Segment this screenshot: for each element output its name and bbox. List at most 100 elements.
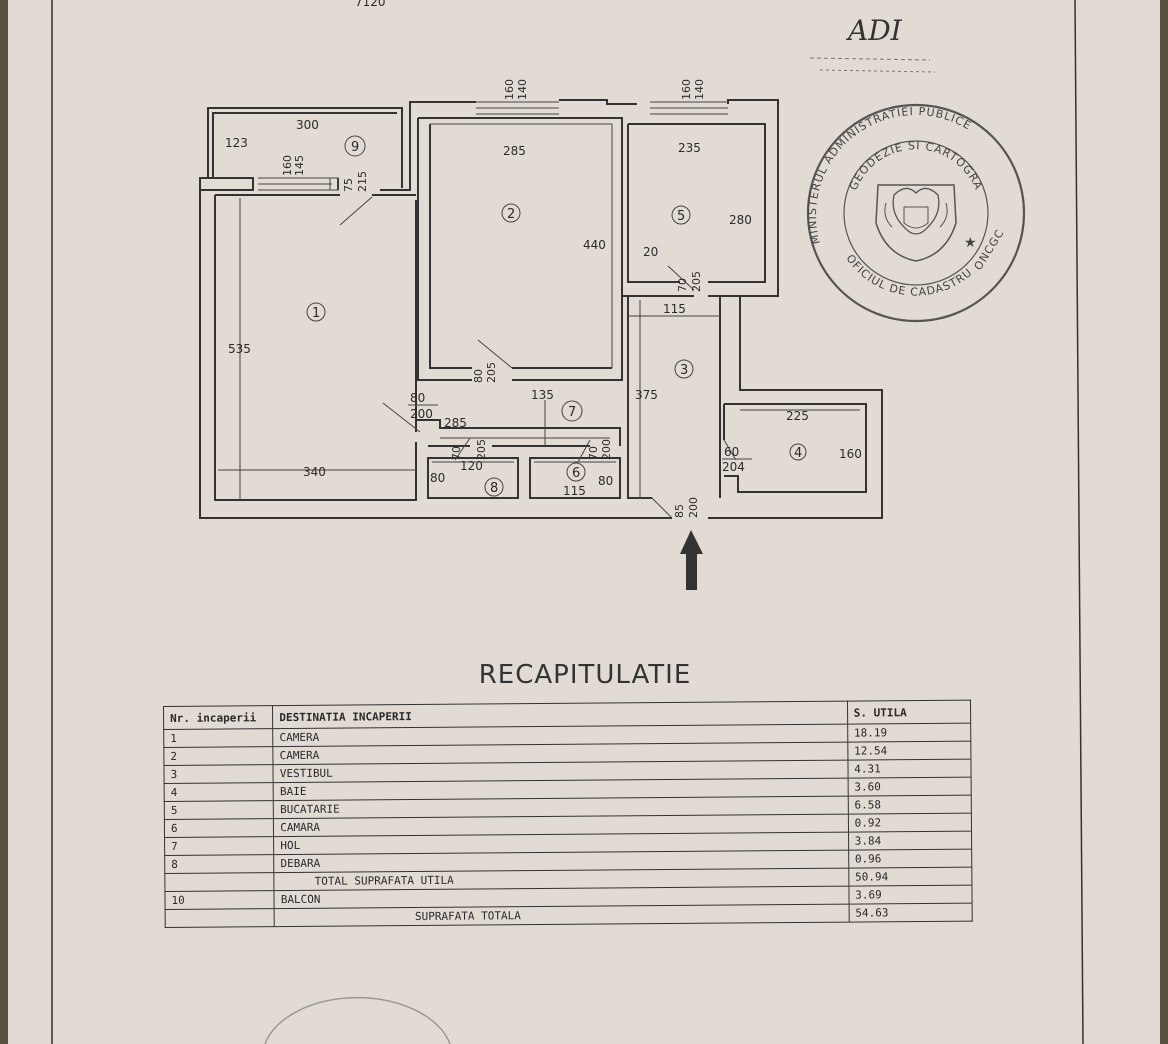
cell-room-number: 4 bbox=[164, 782, 274, 802]
cell-room-number: 2 bbox=[163, 746, 274, 766]
stamp-star-icon: ★ bbox=[964, 235, 977, 251]
dim-145: 145 bbox=[293, 155, 306, 176]
dim-80c: 80 bbox=[430, 471, 445, 485]
recap-table: Nr. incaperii DESTINATIA INCAPERII S. UT… bbox=[163, 700, 973, 928]
room-marker-9 bbox=[344, 135, 366, 157]
dim-300: 300 bbox=[296, 118, 319, 132]
balcony-number: 10 bbox=[164, 890, 275, 910]
cell-room-number: 1 bbox=[163, 728, 274, 748]
room-marker-7 bbox=[561, 400, 583, 422]
cell-useful-area: 0.92 bbox=[848, 813, 972, 833]
walls bbox=[199, 99, 883, 519]
room-number-3: 3 bbox=[680, 363, 688, 378]
dim-160b: 160 bbox=[503, 79, 516, 100]
signature-mark: ADI bbox=[845, 14, 903, 47]
page-frame-line bbox=[1074, 0, 1084, 1044]
dim-200c: 200 bbox=[687, 497, 700, 518]
dim-140b: 140 bbox=[516, 79, 529, 100]
room-number-7: 7 bbox=[568, 405, 576, 420]
dim-375: 375 bbox=[635, 388, 658, 402]
faint-stamp-arc bbox=[264, 996, 451, 1044]
dim-160a: 160 bbox=[281, 155, 294, 176]
room-marker-6 bbox=[566, 462, 586, 482]
dim-225: 225 bbox=[786, 409, 809, 423]
cell-room-number: 7 bbox=[164, 836, 274, 856]
room-marker-5 bbox=[671, 205, 691, 225]
total-useful-value: 50.94 bbox=[848, 867, 972, 887]
dim-70c: 70 bbox=[587, 446, 600, 460]
dim-80d: 80 bbox=[598, 474, 613, 488]
dim-115a: 115 bbox=[663, 302, 686, 316]
dim-215: 215 bbox=[356, 171, 369, 192]
dimension-labels: 300 123 160 145 75 215 160 140 285 440 1… bbox=[225, 79, 862, 518]
dim-160d: 160 bbox=[839, 447, 862, 461]
dim-205a: 205 bbox=[690, 271, 703, 292]
header-room-number: Nr. incaperii bbox=[163, 705, 273, 730]
dim-205c: 205 bbox=[475, 439, 488, 460]
room-marker-4 bbox=[789, 443, 807, 461]
balcony-area: 3.69 bbox=[848, 885, 973, 905]
dim-285b: 285 bbox=[444, 416, 467, 430]
dim-80b: 80 bbox=[410, 391, 425, 405]
dim-70b: 70 bbox=[450, 446, 463, 460]
dim-200a: 200 bbox=[410, 407, 433, 421]
dim-85: 85 bbox=[673, 504, 686, 518]
dim-160c: 160 bbox=[680, 79, 693, 100]
dim-280: 280 bbox=[729, 213, 752, 227]
total-value: 54.63 bbox=[848, 903, 973, 923]
room-marker-8 bbox=[484, 477, 504, 497]
dim-340: 340 bbox=[303, 465, 326, 479]
cell-room-number: 3 bbox=[163, 764, 274, 784]
total-label: SUPRAFATA TOTALA bbox=[274, 904, 849, 927]
dim-75: 75 bbox=[342, 178, 355, 192]
dim-135: 135 bbox=[531, 388, 554, 402]
room-number-8: 8 bbox=[490, 481, 498, 496]
dim-60: 60 bbox=[724, 445, 739, 459]
stamp-inner-text: GEODEZIE SI CARTOGRAFIE - MUNICIPIUL BUC… bbox=[847, 139, 985, 216]
cell-useful-area: 18.19 bbox=[847, 723, 971, 743]
room-marker-3 bbox=[674, 359, 694, 379]
header-useful-area: S. UTILA bbox=[847, 700, 971, 725]
dim-80a: 80 bbox=[472, 369, 485, 383]
room-number-5: 5 bbox=[677, 209, 685, 224]
dim-440: 440 bbox=[583, 238, 606, 252]
coat-of-arms-icon bbox=[875, 184, 957, 262]
cell-useful-area: 3.84 bbox=[848, 831, 972, 851]
entrance-arrow-icon bbox=[680, 530, 703, 590]
cell-useful-area: 0.96 bbox=[848, 849, 972, 869]
dim-535: 535 bbox=[228, 342, 251, 356]
cell-useful-area: 3.60 bbox=[847, 777, 972, 797]
cell-useful-area: 12.54 bbox=[847, 741, 971, 761]
room-number-6: 6 bbox=[572, 466, 580, 481]
dim-235: 235 bbox=[678, 141, 701, 155]
room-marker-1 bbox=[306, 302, 326, 322]
top-mark-left: 7120 bbox=[355, 0, 386, 9]
room-number-4: 4 bbox=[794, 446, 802, 461]
room-number-9: 9 bbox=[351, 140, 359, 155]
cell-useful-area: 4.31 bbox=[847, 759, 972, 779]
room-markers: 1 2 3 4 5 6 7 8 9 bbox=[306, 135, 807, 497]
document-page bbox=[8, 0, 1160, 1044]
dim-115b: 115 bbox=[563, 484, 586, 498]
room-number-2: 2 bbox=[507, 207, 515, 222]
top-dashed-line bbox=[809, 57, 931, 61]
room-marker-2 bbox=[501, 203, 521, 223]
dim-285a: 285 bbox=[503, 144, 526, 158]
official-stamp: MINISTERUL ADMINISTRATIEI PUBLICE GEODEZ… bbox=[806, 103, 1026, 323]
room-number-1: 1 bbox=[312, 306, 320, 321]
cell-room-number: 8 bbox=[164, 854, 275, 874]
dim-205b: 205 bbox=[485, 362, 498, 383]
dim-140c: 140 bbox=[693, 79, 706, 100]
cell-room-number: 6 bbox=[164, 818, 274, 838]
cell-useful-area: 6.58 bbox=[847, 795, 972, 815]
dim-70a: 70 bbox=[676, 278, 689, 292]
dim-204: 204 bbox=[722, 460, 745, 474]
top-dashed-line-2 bbox=[819, 69, 936, 73]
cell-room-number: 5 bbox=[164, 800, 274, 820]
dim-120: 120 bbox=[460, 459, 483, 473]
recap-title: RECAPITULATIE bbox=[478, 660, 692, 690]
dim-123: 123 bbox=[225, 136, 248, 150]
dim-20: 20 bbox=[643, 245, 658, 259]
dim-200b: 200 bbox=[600, 439, 613, 460]
